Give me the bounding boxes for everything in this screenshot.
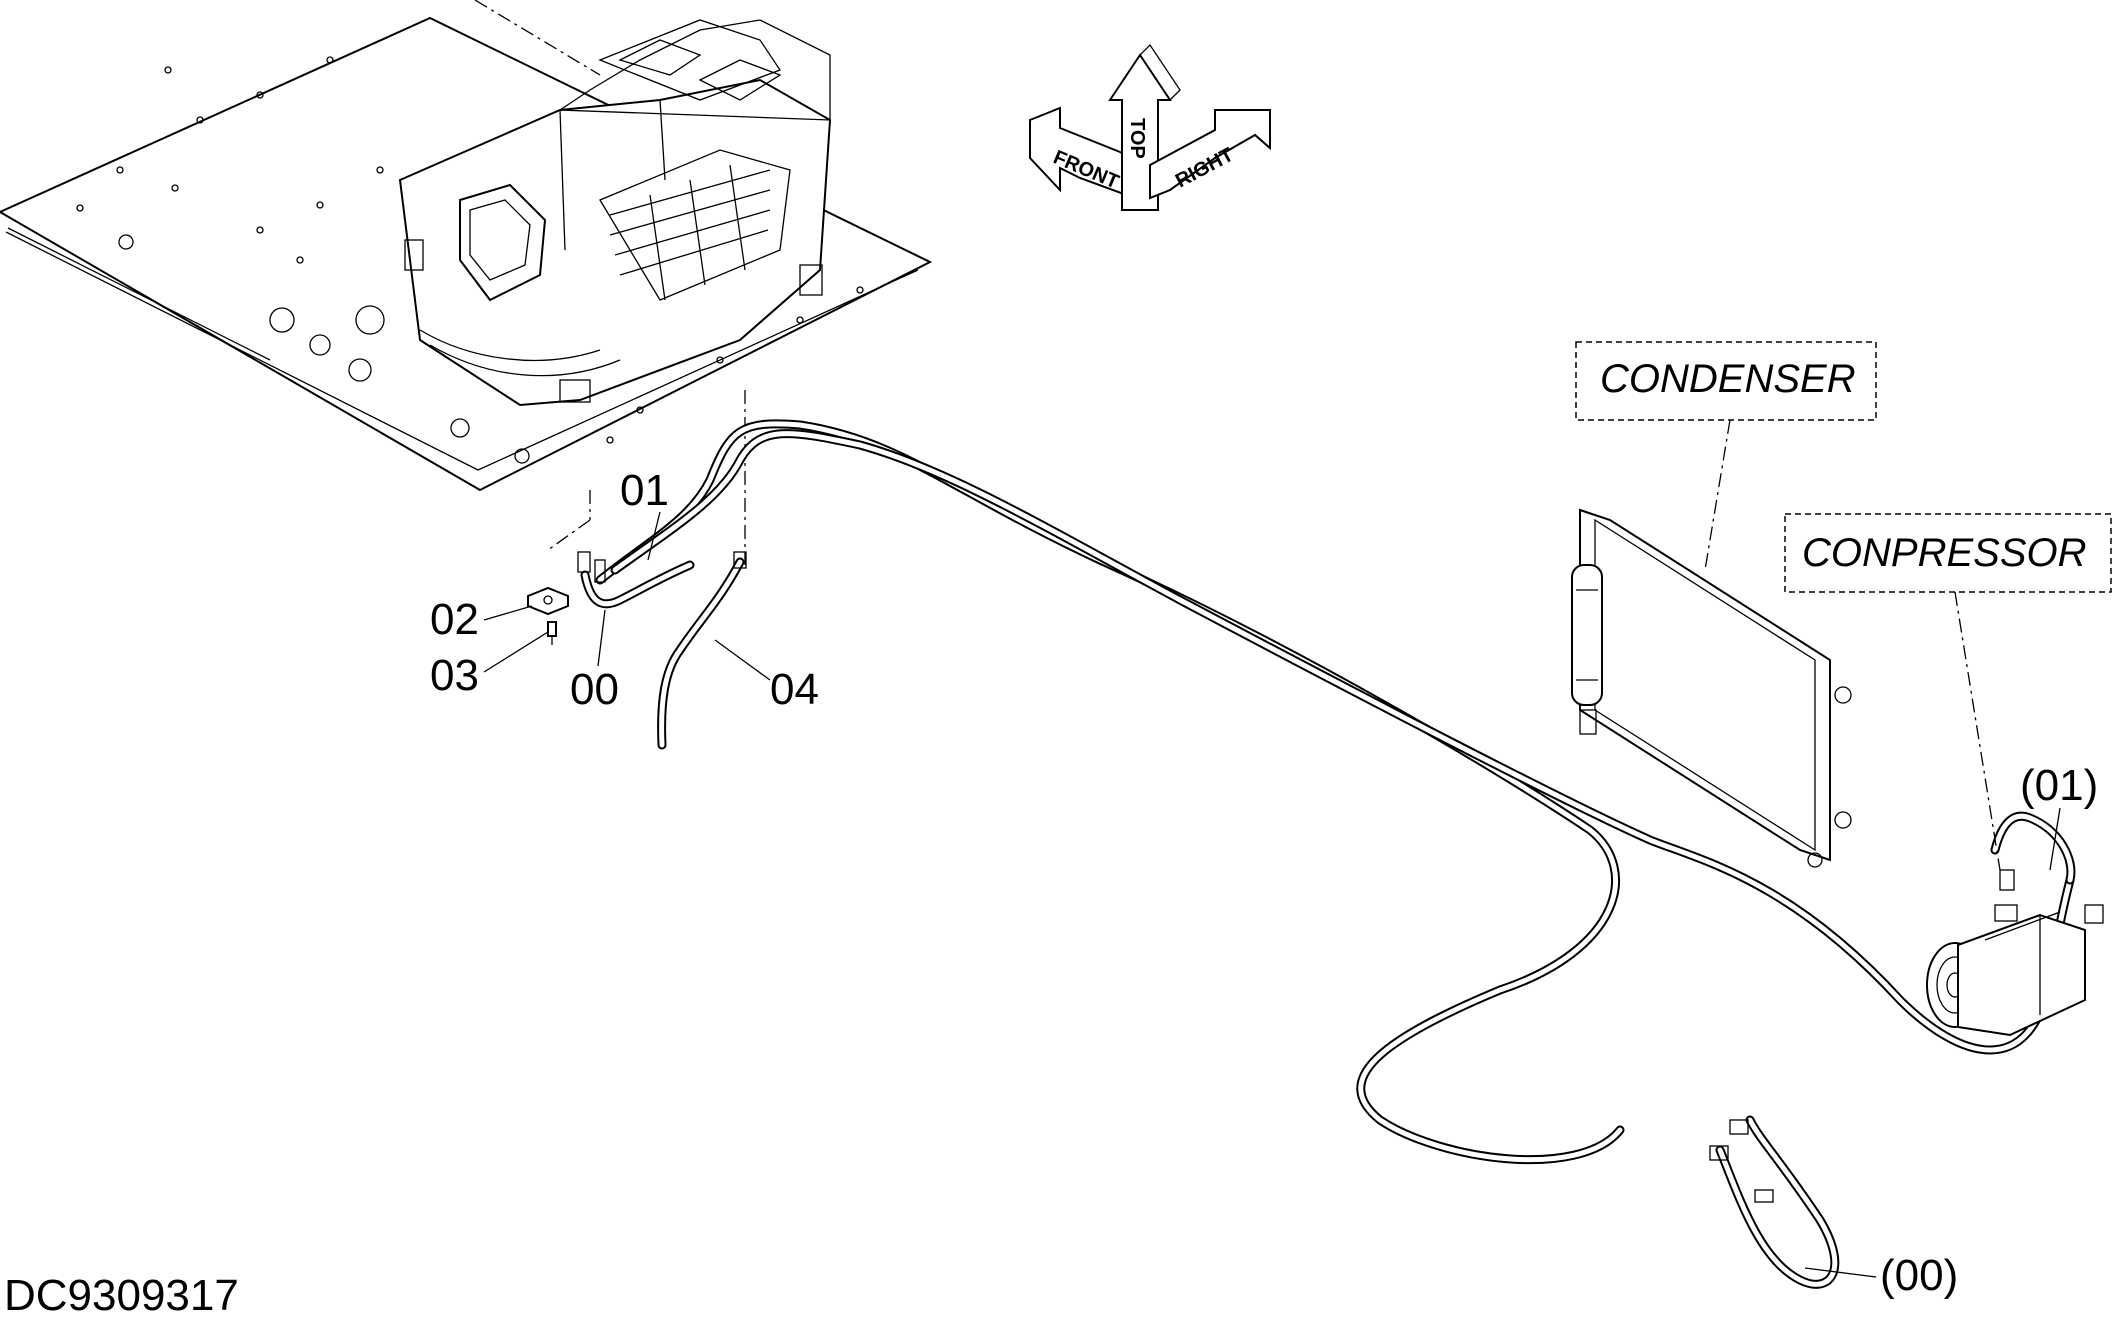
drawing-code: DC9309317 [4,1271,239,1320]
arrow-right-icon [1149,109,1271,200]
part-label-02: 02 [430,595,479,644]
part-label-04: 04 [770,665,819,714]
compressor-unit [1926,869,2104,1037]
orientation-top-label: TOP [1126,118,1148,159]
condenser-callout: CONDENSER [1575,341,1877,571]
hose-fitting-00 [1709,1119,1774,1203]
refrigerant-hoses [595,419,2076,1289]
condenser-unit [1571,508,1852,868]
clamp-part-02 [527,586,569,616]
orientation-indicator: FRONT TOP RIGHT [1029,43,1271,211]
part-label-01: 01 [620,466,669,515]
part-label-00: 00 [570,665,619,714]
compressor-label: CONPRESSOR [1802,531,2087,575]
bolt-part-03 [547,621,557,645]
condenser-label: CONDENSER [1600,357,1856,401]
part-label-00-ref: (00) [1880,1251,1958,1300]
part-label-01-ref: (01) [2020,761,2098,810]
pipe-assembly-00 [577,551,695,609]
part-label-03: 03 [430,651,479,700]
compressor-callout: CONPRESSOR [1784,513,2112,871]
drain-hose [657,551,747,750]
part-callouts: 01 02 03 00 04 (01) (00) [430,466,2098,1300]
cab-floor-plate [0,16,933,492]
center-leaders [474,0,746,565]
air-conditioner-unit [398,19,832,407]
